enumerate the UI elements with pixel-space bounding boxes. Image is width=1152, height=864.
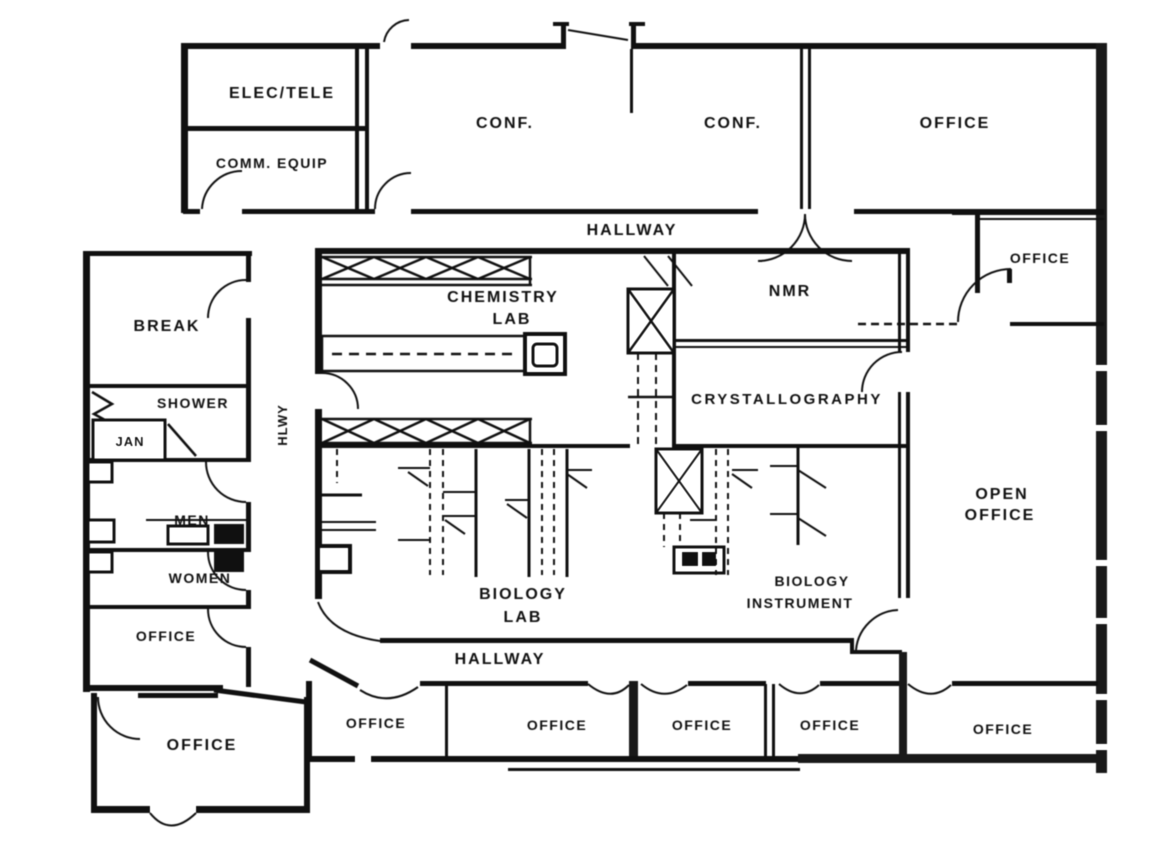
janitor-closet [91, 418, 167, 462]
chemistry-door-arc [321, 372, 359, 410]
lab-block-walls [315, 248, 910, 654]
corridor-label-hallway-top: HALLWAY [587, 222, 678, 239]
room-label-bio-instr-line1: BIOLOGY [774, 573, 849, 589]
sink-counter [214, 552, 244, 572]
corridor-label-hlwy-west: HLWY [275, 404, 290, 446]
room-label-office-s3: OFFICE [672, 717, 732, 733]
room-label-shower: SHOWER [157, 395, 229, 411]
office-west-door-arc [207, 608, 247, 648]
room-label-biology-line1: BIOLOGY [479, 586, 567, 603]
men-door-arc [205, 461, 247, 503]
conf-a-door-arc [374, 172, 412, 210]
toilet-fixture [86, 550, 114, 574]
room-label-chemistry-line2: LAB [493, 311, 532, 328]
room-label-office-s5: OFFICE [973, 721, 1033, 737]
room-label-office-s2: OFFICE [527, 717, 587, 733]
break-door-arc [207, 279, 247, 319]
crystallography-door-arc [861, 351, 903, 393]
office-s1-door-arc [359, 686, 419, 700]
women-door-arc [207, 551, 247, 591]
biology-door-arc [317, 601, 381, 642]
room-label-office-s4: OFFICE [800, 717, 860, 733]
room-label-office-s1: OFFICE [346, 715, 406, 731]
room-label-jan: JAN [115, 434, 144, 449]
office-ne-walls [858, 211, 1104, 326]
room-label-men: MEN [174, 512, 210, 528]
conf-b-door-arc [757, 213, 806, 262]
room-label-open-office-line1: OPEN [975, 486, 1028, 503]
sink-counter [166, 524, 210, 546]
outer-walls [83, 19, 1107, 773]
room-label-open-office-line2: OFFICE [965, 507, 1036, 524]
room-label-bio-instr-line2: INSTRUMENT [747, 595, 854, 611]
room-labels: ELEC/TELE COMM. EQUIP CONF. CONF. OFFICE… [115, 85, 1070, 754]
sink-counter [214, 524, 244, 544]
biology-casework [316, 447, 827, 577]
corridor-label-hallway-bottom: HALLWAY [455, 651, 546, 668]
toilet-fixture [86, 518, 116, 544]
west-wing-fixtures [86, 390, 246, 574]
room-label-office-ne: OFFICE [1010, 250, 1070, 266]
room-label-office-west: OFFICE [136, 628, 196, 644]
office-s5-door-arc [907, 683, 952, 695]
chemistry-casework [320, 255, 693, 445]
room-label-biology-line2: LAB [504, 609, 543, 626]
room-label-conf-a: CONF. [476, 115, 534, 132]
room-label-comm-equip: COMM. EQUIP [216, 155, 328, 171]
room-label-nmr: NMR [769, 283, 811, 300]
office-top-door-arc [804, 213, 853, 262]
room-label-crystallography: CRYSTALLOGRAPHY [691, 391, 883, 408]
room-label-elec-tele: ELEC/TELE [229, 85, 335, 102]
room-label-office-top: OFFICE [920, 115, 991, 132]
office-s4-door-arc [778, 683, 820, 695]
room-label-women: WOMEN [169, 570, 232, 586]
toilet-fixture [86, 460, 114, 484]
room-label-break: BREAK [134, 318, 201, 335]
room-label-chemistry-line1: CHEMISTRY [447, 289, 559, 306]
biology-instrument-door-arc [855, 609, 899, 651]
room-label-office-sw: OFFICE [167, 737, 238, 754]
office-s2-door-arc [587, 683, 630, 695]
top-band-walls [181, 43, 1104, 262]
office-ne-door-arc [957, 268, 1012, 323]
south-row-walls [91, 652, 1100, 827]
exterior-door-arc-top [383, 19, 410, 43]
room-label-conf-b: CONF. [704, 115, 762, 132]
office-s3-door-arc [640, 683, 688, 695]
office-sw-exterior-door-arc [149, 812, 197, 827]
office-sw-door-arc [97, 696, 141, 740]
comm-equip-door-arc [201, 169, 243, 210]
